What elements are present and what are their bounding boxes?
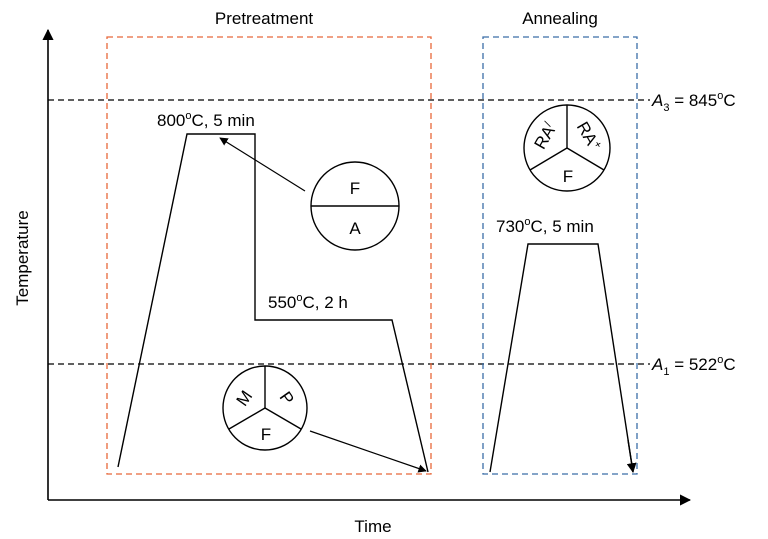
annealing-end-arrow xyxy=(626,439,637,473)
annealing-title: Annealing xyxy=(522,9,598,28)
hold-step-label: 550oC, 2 h xyxy=(268,292,348,312)
svg-text:F: F xyxy=(261,425,271,444)
phase-circle-final: RA/ RA+ F xyxy=(523,104,611,192)
arrow-to-austenitize xyxy=(219,137,306,192)
austenitize-step-label: 800oC, 5 min xyxy=(157,110,255,130)
pretreatment-title: Pretreatment xyxy=(215,9,314,28)
svg-text:F: F xyxy=(563,167,573,186)
pretreatment-profile xyxy=(117,133,429,473)
x-axis-label: Time xyxy=(354,517,391,536)
svg-text:A: A xyxy=(349,219,361,238)
a3-label: A3 = 845oC xyxy=(651,90,736,114)
anneal-step-label: 730oC, 5 min xyxy=(496,216,594,236)
pretreatment-box xyxy=(106,36,432,475)
a1-label: A1 = 522oC xyxy=(651,354,736,378)
y-axis-label: Temperature xyxy=(13,210,32,305)
annealing-box xyxy=(482,36,638,475)
annealing-profile xyxy=(489,243,634,473)
phase-circle-initial: M P F xyxy=(222,365,308,451)
phase-circle-ferrite-austenite: F A xyxy=(310,161,400,251)
arrow-to-end xyxy=(309,430,427,473)
svg-text:F: F xyxy=(350,179,360,198)
